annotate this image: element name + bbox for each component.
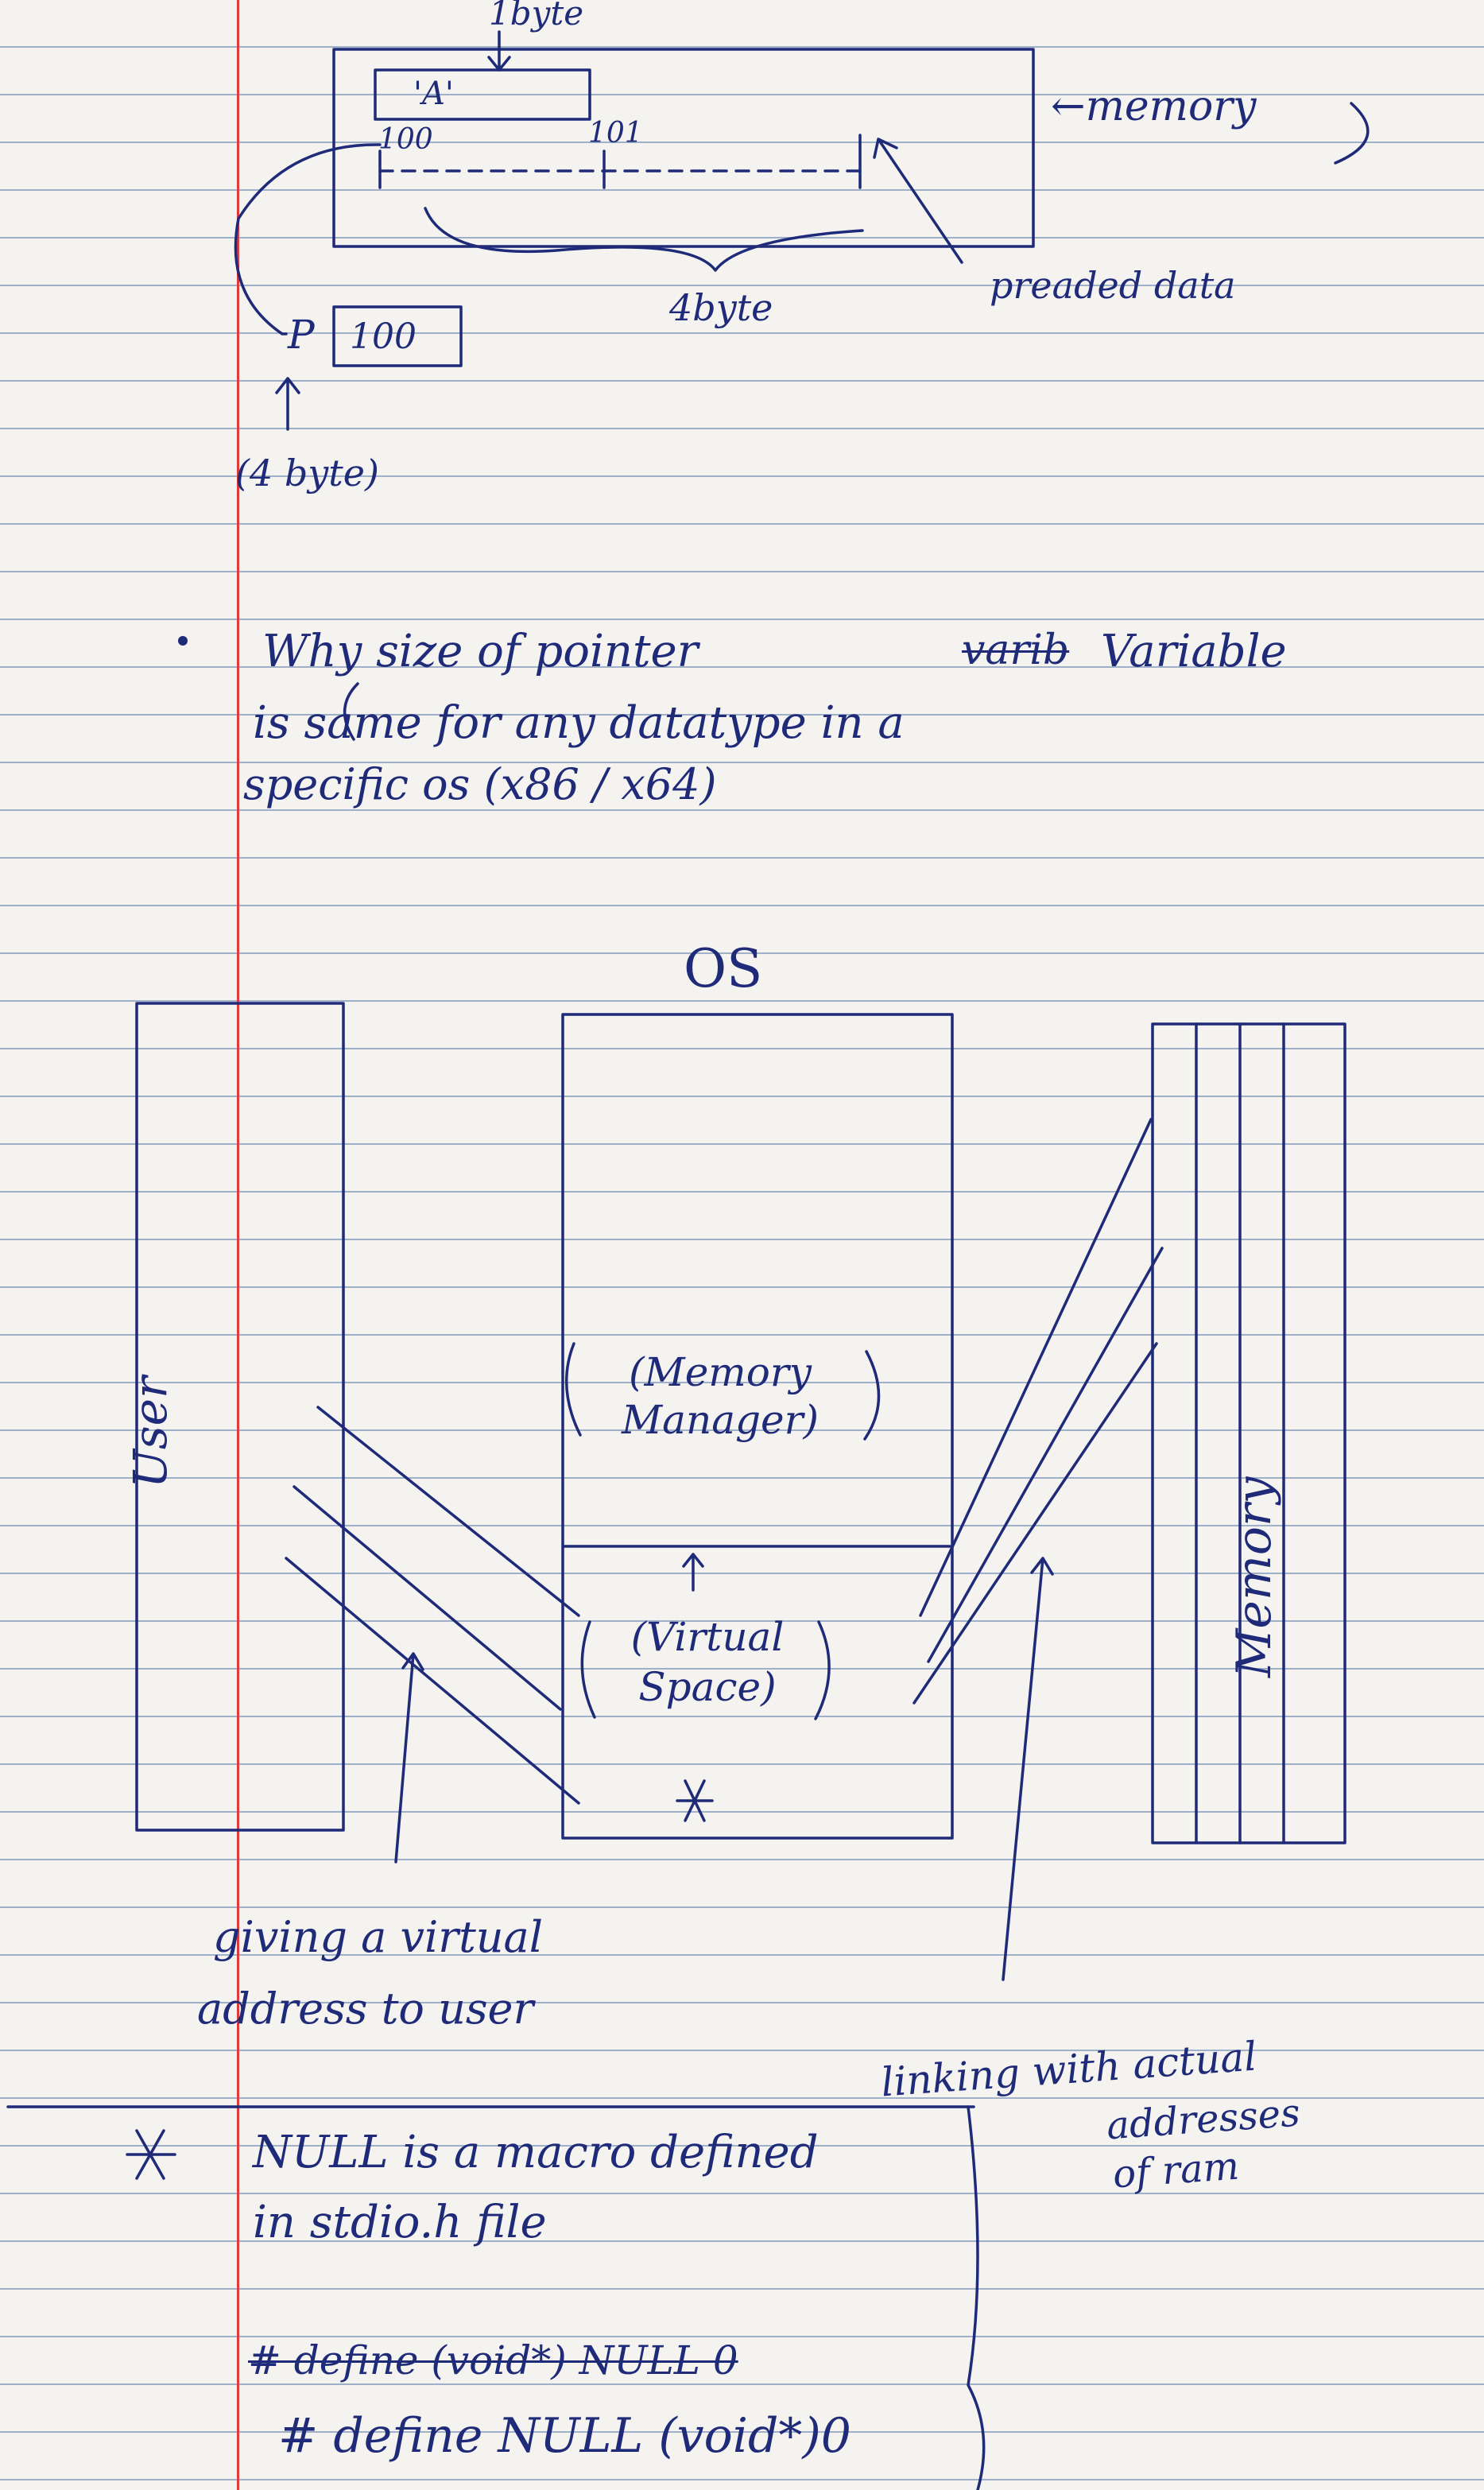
virtual-space-label: (Virtual Space): [630, 1614, 785, 1710]
char-cell-box: [374, 68, 591, 121]
define-null-line: # define NULL (void*)0: [278, 2408, 851, 2464]
pointer-size-label: (4 byte): [235, 452, 379, 495]
question-brace: [343, 682, 359, 741]
linking-line-3: of ram: [1111, 2143, 1241, 2197]
os-to-memory-line-1: [919, 1118, 1153, 1617]
question-bullet: [178, 636, 188, 646]
memory-label-curve: [1334, 102, 1370, 165]
pointer-box: [332, 305, 463, 367]
memory-column-outer: [1151, 1022, 1346, 1844]
giving-virtual-line-2: address to user: [197, 1984, 534, 2034]
user-box: [135, 1002, 345, 1832]
user-to-os-line-2: [293, 1485, 562, 1711]
four-byte-label: 4byte: [669, 286, 773, 329]
one-byte-arrow: [487, 30, 511, 72]
user-label: User: [123, 1376, 177, 1488]
memory-manager-parens: [564, 1342, 881, 1441]
question-line-1a: Why size of pointer: [262, 626, 699, 677]
pointer-link-curve: [234, 143, 382, 335]
os-box: [561, 1013, 954, 1840]
memory-manager-label: (Memory Manager): [621, 1349, 819, 1443]
question-line-1b: Variable: [1101, 626, 1287, 677]
readed-data-arrow: [873, 138, 963, 264]
null-note-line-1: NULL is a macro defined: [253, 2127, 819, 2178]
star-mark: [676, 1779, 714, 1822]
os-label: OS: [684, 938, 763, 999]
os-to-memory-line-2: [927, 1247, 1164, 1663]
char-value: 'A': [413, 76, 454, 112]
giving-arrow: [394, 1652, 424, 1864]
question-line-3: specific os (x86 / x64): [243, 759, 717, 809]
virtual-up-arrow: [682, 1553, 704, 1592]
pointer-value: 100: [350, 316, 417, 357]
pointer-size-arrow: [275, 377, 300, 431]
null-note-line-2: in stdio.h file: [253, 2197, 547, 2248]
giving-virtual-line-1: giving a virtual: [213, 1912, 544, 1962]
memory-column-inner: [1195, 1022, 1285, 1844]
memory-column-label: Memory: [1226, 1476, 1282, 1677]
user-to-os-line-1: [316, 1406, 580, 1617]
question-line-1-struck: varib: [962, 626, 1070, 674]
os-to-memory-line-3: [912, 1342, 1158, 1705]
notes-brace: [967, 2105, 986, 2490]
virtual-space-parens: [580, 1620, 831, 1720]
address-101: 101: [588, 117, 643, 149]
user-to-os-line-3: [285, 1557, 580, 1805]
asterisk-mark: [126, 2129, 176, 2180]
pointer-name: P: [288, 312, 315, 358]
question-line-2: is same for any datatype in a: [253, 697, 905, 749]
struck-define-line: # define (void*) NULL 0: [248, 2337, 738, 2383]
one-byte-label: 1byte: [489, 0, 584, 33]
linking-arrow: [1002, 1557, 1054, 1981]
readed-data-label: preaded data: [990, 264, 1236, 307]
address-100: 100: [378, 123, 433, 156]
four-byte-brace: [424, 207, 864, 272]
memory-label: ←memory: [1051, 83, 1257, 130]
